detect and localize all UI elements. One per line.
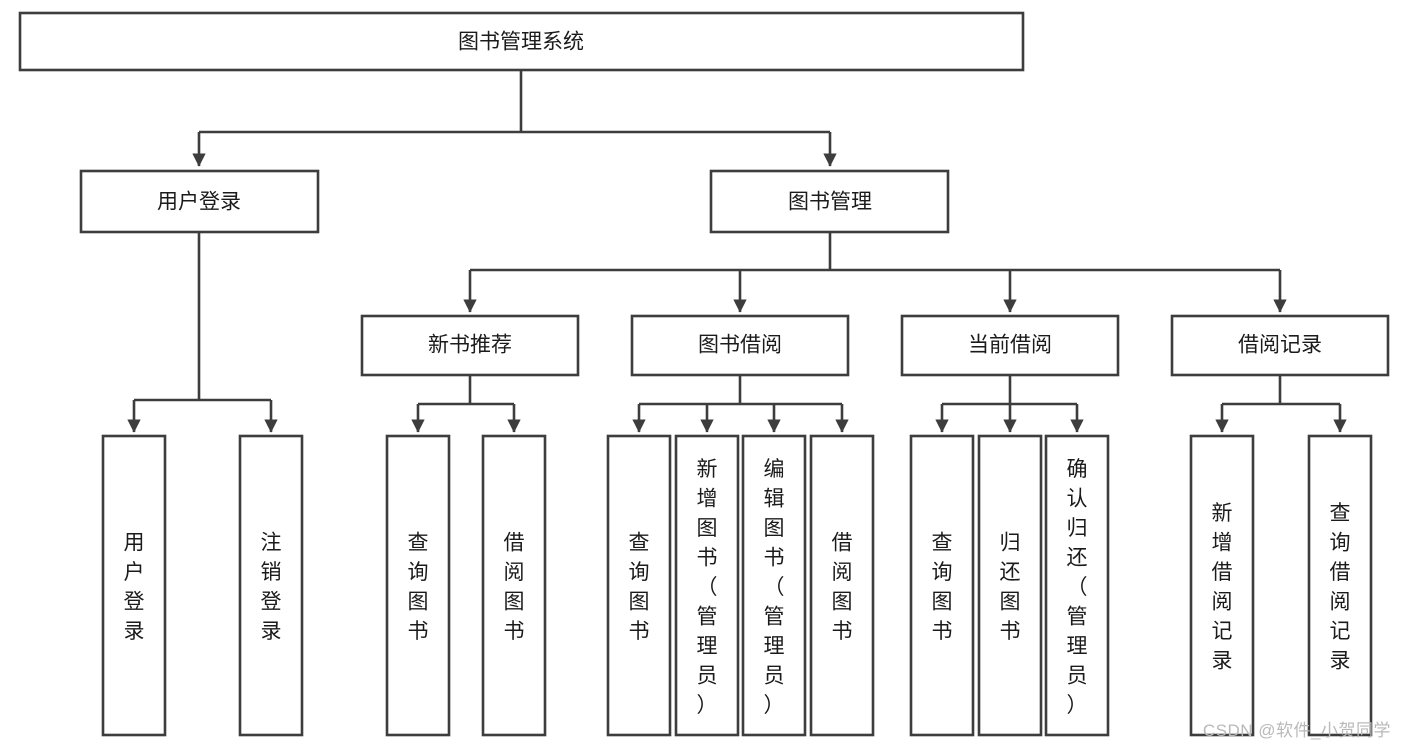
- leaf-newbook-2-label: 借阅图书: [504, 532, 525, 644]
- leaf-current-3[interactable]: 确认归还（管理员）: [1044, 434, 1110, 737]
- node-records-label: 借阅记录: [1238, 334, 1322, 357]
- leaf-newbook-1[interactable]: 查询图书: [385, 434, 451, 737]
- node-current-label: 当前借阅: [968, 334, 1052, 357]
- leaf-records-1[interactable]: 新增借阅记录: [1189, 434, 1255, 737]
- leaf-borrow-4-label: 借阅图书: [832, 532, 853, 644]
- leaf-current-3-label: 确认归还（管理员）: [1067, 458, 1088, 717]
- leaf-current-1-box[interactable]: [909, 434, 975, 737]
- node-borrow-box[interactable]: [630, 314, 850, 377]
- node-borrow[interactable]: 图书借阅: [630, 314, 850, 377]
- leaf-records-2-label: 查询借阅记录: [1330, 502, 1351, 673]
- node-bookmgmt-label: 图书管理: [788, 191, 872, 214]
- leaf-borrow-3-box[interactable]: [741, 434, 807, 737]
- leaf-borrow-2[interactable]: 新增图书（管理员）: [674, 434, 740, 737]
- leaf-login-2-box[interactable]: [238, 434, 304, 737]
- leaf-login-1-box[interactable]: [101, 434, 167, 737]
- leaf-login-2-label: 注销登录: [261, 532, 282, 644]
- leaf-login-2[interactable]: 注销登录: [238, 434, 304, 737]
- node-records[interactable]: 借阅记录: [1170, 314, 1390, 377]
- leaf-newbook-1-label: 查询图书: [408, 532, 429, 644]
- leaf-records-1-box[interactable]: [1189, 434, 1255, 737]
- node-login[interactable]: 用户登录: [79, 169, 320, 234]
- leaf-borrow-4[interactable]: 借阅图书: [809, 434, 875, 737]
- leaf-borrow-1[interactable]: 查询图书: [606, 434, 672, 737]
- leaf-borrow-3-label: 编辑图书（管理员）: [764, 458, 785, 717]
- leaf-borrow-1-label: 查询图书: [629, 532, 650, 644]
- leaf-records-2[interactable]: 查询借阅记录: [1307, 434, 1373, 737]
- leaf-borrow-4-box[interactable]: [809, 434, 875, 737]
- leaf-current-3-box[interactable]: [1044, 434, 1110, 737]
- node-current-box[interactable]: [900, 314, 1120, 377]
- node-root-label: 图书管理系统: [458, 31, 584, 54]
- node-borrow-label: 图书借阅: [698, 334, 782, 357]
- leaf-newbook-2-box[interactable]: [481, 434, 547, 737]
- leaf-borrow-2-box[interactable]: [674, 434, 740, 737]
- leaf-borrow-2-label: 新增图书（管理员）: [697, 458, 718, 717]
- node-login-label: 用户登录: [157, 191, 241, 214]
- leaf-records-1-label: 新增借阅记录: [1212, 502, 1233, 673]
- node-newbook[interactable]: 新书推荐: [360, 314, 580, 377]
- node-root-box[interactable]: [18, 11, 1025, 72]
- leaf-current-2[interactable]: 归还图书: [977, 434, 1043, 737]
- connector-layer: [127, 70, 1347, 433]
- node-newbook-box[interactable]: [360, 314, 580, 377]
- leaf-newbook-1-box[interactable]: [385, 434, 451, 737]
- leaf-login-1-label: 用户登录: [124, 532, 145, 644]
- leaf-newbook-2[interactable]: 借阅图书: [481, 434, 547, 737]
- leaf-borrow-1-box[interactable]: [606, 434, 672, 737]
- leaf-records-2-box[interactable]: [1307, 434, 1373, 737]
- node-newbook-label: 新书推荐: [428, 334, 512, 357]
- node-records-box[interactable]: [1170, 314, 1390, 377]
- leaf-login-1[interactable]: 用户登录: [101, 434, 167, 737]
- node-root[interactable]: 图书管理系统: [18, 11, 1025, 72]
- leaf-current-1-label: 查询图书: [932, 532, 953, 644]
- leaf-current-1[interactable]: 查询图书: [909, 434, 975, 737]
- node-bookmgmt[interactable]: 图书管理: [709, 169, 950, 234]
- node-login-box[interactable]: [79, 169, 320, 234]
- node-bookmgmt-box[interactable]: [709, 169, 950, 234]
- leaf-borrow-3[interactable]: 编辑图书（管理员）: [741, 434, 807, 737]
- node-current[interactable]: 当前借阅: [900, 314, 1120, 377]
- leaf-current-2-label: 归还图书: [1000, 532, 1021, 644]
- leaf-current-2-box[interactable]: [977, 434, 1043, 737]
